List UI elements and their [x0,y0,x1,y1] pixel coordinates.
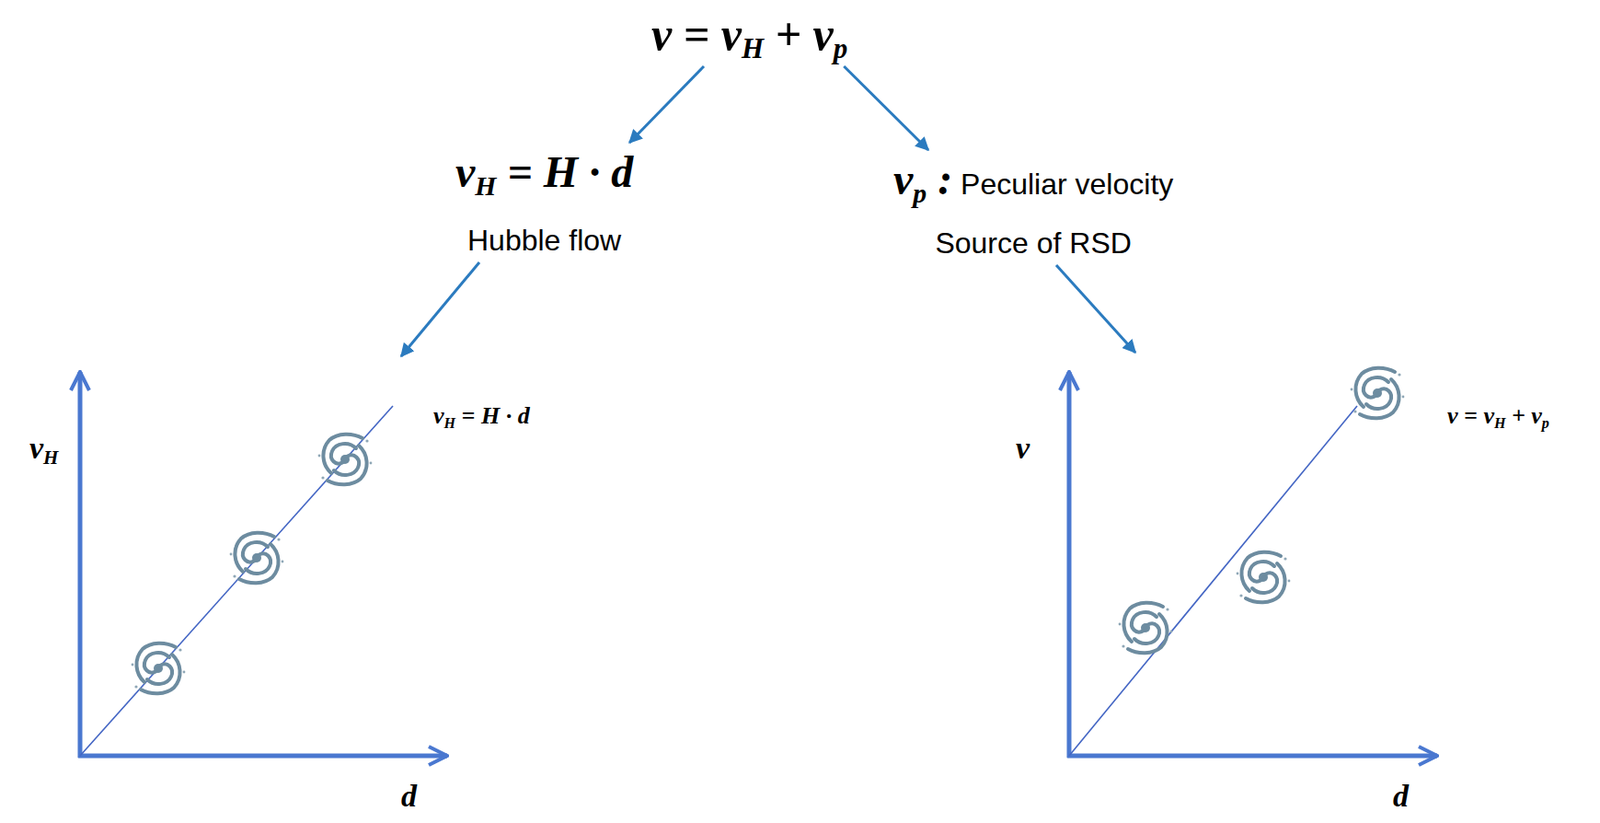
hubble-flow-plot [78,371,448,758]
plot-panel: v = vH + vp [1002,355,1597,819]
hubble-line [80,405,393,756]
axis-label: v [1015,432,1030,464]
galaxy-icon [1350,368,1405,419]
plot-panel: vH = H · d [27,358,599,819]
arrow-connector [401,262,480,357]
equation-node: v = vH + vp [651,6,848,62]
x-axis [1067,753,1438,759]
peculiar-velocity-plot [1067,368,1438,758]
galaxy-icon [318,434,373,485]
plot-formula: v = vH + vp [1447,401,1550,430]
formula-node: vH = H · d Hubble flow [455,145,634,258]
connector-layer [401,66,1136,357]
axis-label: d [1392,780,1409,812]
arrow-connector [1056,264,1136,353]
y-axis [78,371,83,758]
formula-text: vH = H · d [455,145,634,199]
galaxy-icon [131,643,186,694]
galaxy-icon [1118,602,1174,654]
caption-text: Hubble flow [455,222,634,258]
equation-text: v = vH + vp [651,6,848,62]
formula-node: vp : Peculiar velocitySource of RSD [893,152,1174,261]
galaxy-icon [230,532,285,584]
axis-label: d [401,780,417,812]
arrow-connector [629,66,704,143]
galaxy-icon [1236,552,1291,603]
axis-label: vH [29,432,59,464]
hubble-line [1069,405,1358,756]
plot-formula: vH = H · d [433,401,530,430]
formula-text: vp : Peculiar velocity [893,152,1174,207]
caption-text: Source of RSD [893,225,1174,261]
y-axis [1067,371,1072,758]
arrow-connector [843,66,929,150]
x-axis [78,753,448,759]
